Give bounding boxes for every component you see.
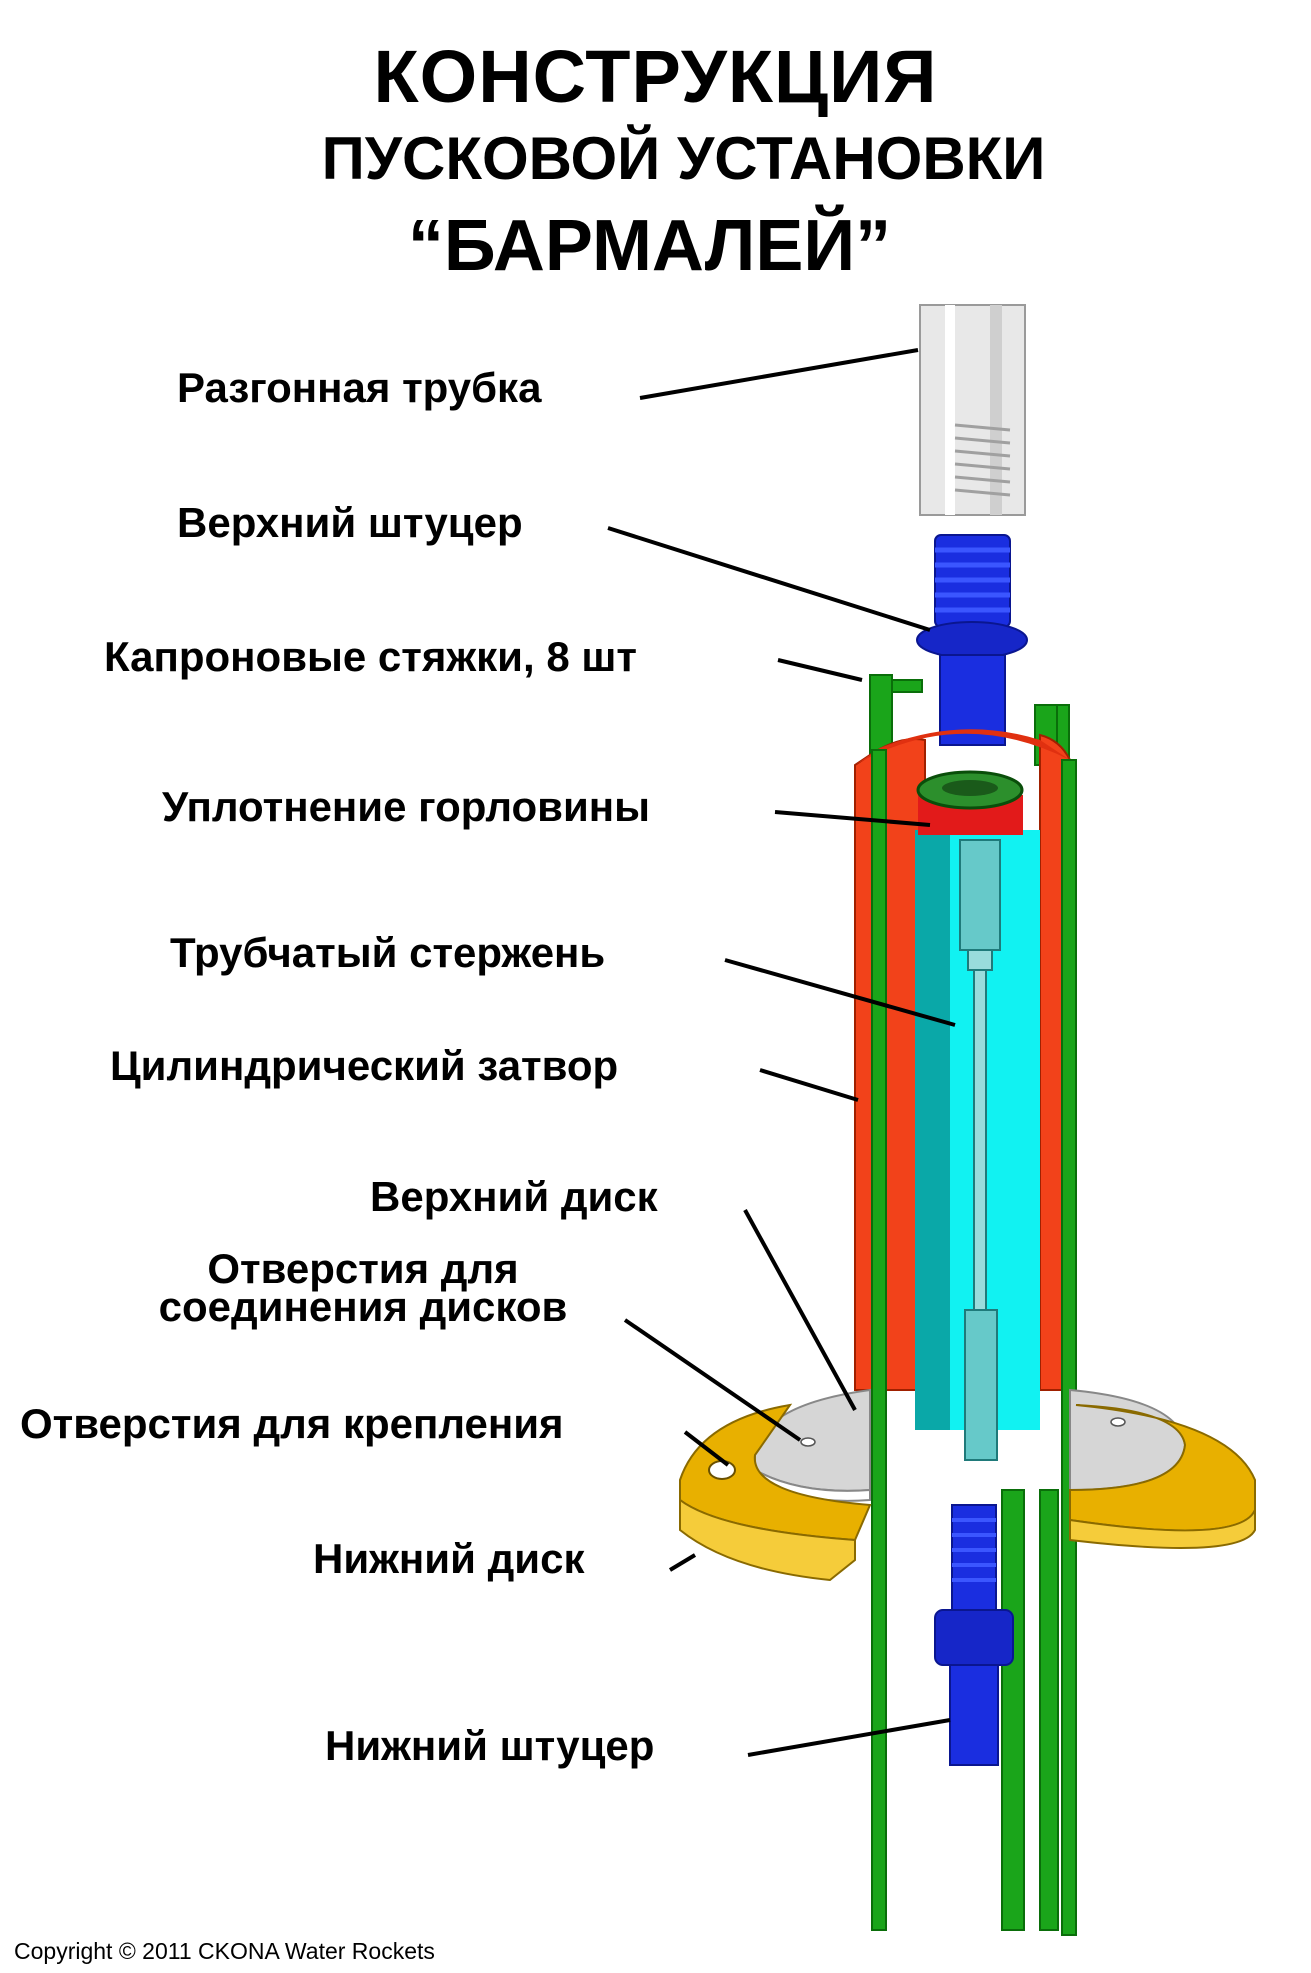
label-lower-fitting: Нижний штуцер [325, 1722, 655, 1769]
label-mount-holes: Отверстия для крепления [20, 1400, 564, 1447]
lower-fitting-part [934, 1504, 1014, 1766]
label-nylon-ties: Капроновые стяжки, 8 шт [104, 633, 637, 680]
label-upper-disc: Верхний диск [370, 1173, 658, 1220]
label-disc-holes-line2: соединения дисков [158, 1282, 568, 1330]
tubular-rod-part [915, 830, 1040, 1461]
launch-tube-part [919, 304, 1026, 516]
copyright-text: Copyright © 2011 CKONA Water Rockets [14, 1938, 435, 1964]
label-upper-fitting: Верхний штуцер [177, 499, 523, 546]
label-lower-disc: Нижний диск [313, 1535, 585, 1582]
title-line-1: КОНСТРУКЦИЯ [373, 35, 938, 118]
outer-tube-part [871, 749, 1077, 1936]
label-disc-holes-line1: Отверстия для [207, 1245, 519, 1292]
label-cylindrical-gate: Цилиндрический затвор [110, 1042, 619, 1089]
leader-lines [607, 348, 956, 1757]
upper-fitting-part [916, 534, 1028, 746]
label-tubular-rod: Трубчатый стержень [170, 929, 606, 976]
title-line-2: ПУСКОВОЙ УСТАНОВКИ [321, 125, 1046, 192]
lower-disc-part [679, 1403, 1256, 1582]
label-launch-tube: Разгонная трубка [177, 364, 542, 411]
label-disc-holes: Отверстия для соединения дисков [108, 1245, 618, 1330]
title-line-3: “БАРМАЛЕЙ” [407, 206, 892, 286]
label-neck-seal: Уплотнение горловины [162, 783, 651, 830]
neck-seal-part [916, 770, 1024, 835]
